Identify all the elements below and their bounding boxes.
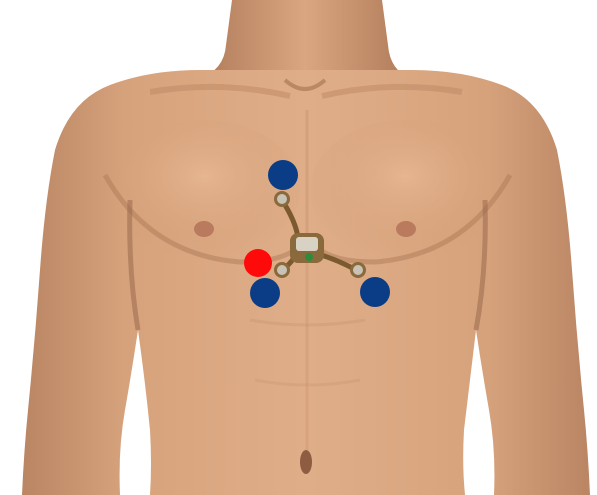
left-pectoral — [110, 120, 300, 260]
right-nipple — [396, 221, 416, 237]
left-nipple — [194, 221, 214, 237]
neck — [200, 0, 410, 78]
navel — [300, 450, 312, 474]
electrode-marker-red — [244, 249, 272, 277]
electrode-marker-lower-right — [360, 277, 390, 307]
electrode-marker-upper — [268, 160, 298, 190]
patch-led — [305, 253, 313, 261]
electrode-marker-lower-left — [250, 278, 280, 308]
right-pectoral — [310, 120, 500, 260]
